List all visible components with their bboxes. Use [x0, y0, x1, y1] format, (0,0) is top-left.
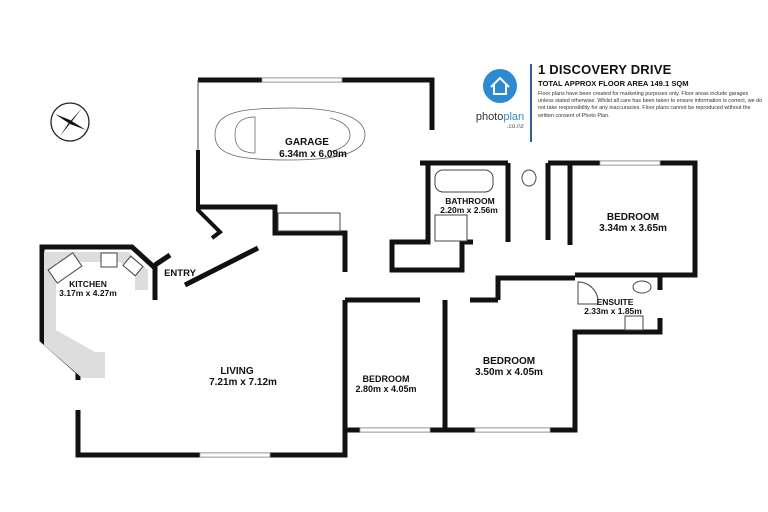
- logo-word-b: plan: [503, 111, 525, 123]
- bedroom3-size: 3.50m x 4.05m: [475, 367, 543, 378]
- living-name: LIVING: [220, 366, 254, 377]
- ensuite-basin-icon: [624, 315, 644, 331]
- bedroom2-window: [359, 427, 431, 433]
- garage-name: GARAGE: [285, 137, 329, 148]
- ensuite-name: ENSUITE: [597, 297, 634, 307]
- logo-domain: .co.nz: [506, 123, 524, 130]
- entry-name: ENTRY: [164, 268, 197, 279]
- living-size: 7.21m x 7.12m: [209, 377, 277, 388]
- toilet-icon: [521, 169, 537, 187]
- appliance-icon: [100, 252, 118, 268]
- floor-area: TOTAL APPROX FLOOR AREA 149.1 SQM: [538, 79, 689, 88]
- car-icon: [214, 107, 366, 161]
- wall: [389, 163, 473, 273]
- bedroom1-size: 3.34m x 3.65m: [599, 223, 667, 234]
- wall: [75, 410, 348, 458]
- property-title: 1 DISCOVERY DRIVE: [538, 62, 672, 77]
- wall: [495, 275, 575, 300]
- garage-size: 6.34m x 6.09m: [279, 149, 347, 160]
- ensuite-shower-icon: [577, 281, 599, 305]
- bedroom3-window: [474, 427, 551, 433]
- sink-icon: [47, 252, 83, 284]
- wall: [572, 318, 663, 342]
- wall: [198, 204, 348, 272]
- ensuite-toilet-icon: [632, 280, 652, 294]
- kitchen-size: 3.17m x 4.27m: [59, 288, 117, 298]
- bedroom3-name: BEDROOM: [483, 356, 535, 367]
- bathtub-icon: [434, 169, 494, 193]
- bedroom2-size: 2.80m x 4.05m: [355, 384, 416, 394]
- divider: [530, 64, 532, 142]
- kitchen-bench: [44, 252, 148, 378]
- wall: [196, 150, 224, 240]
- garage-window: [261, 77, 343, 83]
- house-logo-icon: [483, 69, 517, 103]
- compass-rose-icon: [50, 102, 90, 142]
- wall: [153, 252, 172, 268]
- wall: [183, 245, 260, 288]
- header: 1 DISCOVERY DRIVE TOTAL APPROX FLOOR ARE…: [538, 62, 763, 120]
- bathroom-size: 2.20m x 2.56m: [440, 205, 498, 215]
- room-labels: GARAGE 6.34m x 6.09m BATHROOM 2.20m x 2.…: [59, 137, 667, 394]
- logo-word-a: photo: [475, 111, 504, 123]
- wall: [342, 300, 578, 433]
- fixtures: [44, 77, 661, 458]
- bedroom2-name: BEDROOM: [363, 374, 410, 384]
- bedroom-window: [599, 160, 661, 166]
- disclaimer: Floor plans have been created for market…: [538, 91, 763, 119]
- shower-icon: [434, 214, 468, 242]
- bedroom1-name: BEDROOM: [607, 212, 659, 223]
- wall: [198, 77, 435, 130]
- photoplan-logo: photoplan .co.nz: [470, 68, 530, 130]
- laundry-bench: [277, 212, 341, 232]
- ensuite-size: 2.33m x 1.85m: [584, 306, 642, 316]
- living-window: [199, 452, 271, 458]
- kitchen-name: KITCHEN: [69, 279, 107, 289]
- bathroom-name: BATHROOM: [445, 196, 494, 206]
- wall: [575, 272, 663, 290]
- cooktop-icon: [122, 255, 144, 277]
